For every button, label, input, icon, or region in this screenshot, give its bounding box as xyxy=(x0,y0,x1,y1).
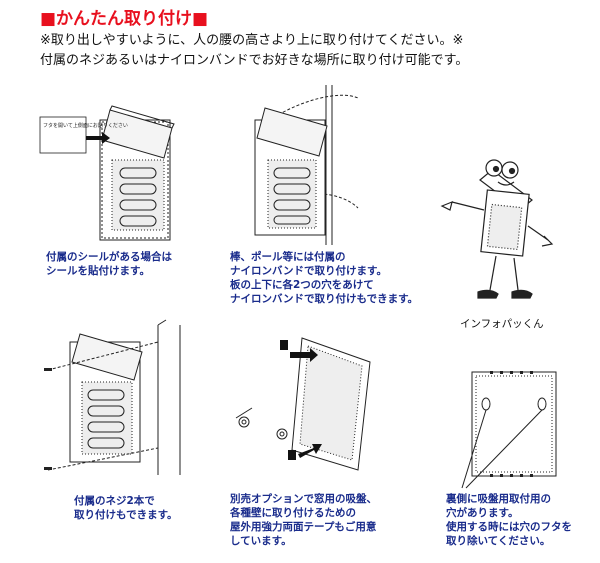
intro-line-2: 付属のネジあるいはナイロンバンドでお好きな場所に取り付け可能です。 xyxy=(40,53,469,68)
intro-line-1: ※取り出しやすいように、人の腰の高さより上に取り付けてください。※ xyxy=(40,33,464,48)
arrow-icon xyxy=(280,340,322,460)
arrow-icon xyxy=(86,132,110,144)
screws-caption: 付属のネジ2本で 取り付けもできます。 xyxy=(74,495,178,521)
mascot-illustration xyxy=(440,159,554,299)
sticker-caption: 付属のシールがある場合は シールを貼付けます。 xyxy=(46,251,172,277)
back-side-caption: 裏側に吸盤用取付用の 穴があります。 使用する時には穴のフタを 取り除いてくださ… xyxy=(446,493,572,547)
screw-icon xyxy=(44,368,52,470)
svg-text:フタを開いて上側面にお貼りください: フタを開いて上側面にお貼りください xyxy=(43,122,128,129)
mascot-name: インフォパッくん xyxy=(460,318,544,330)
pole-band-illustration xyxy=(254,85,359,245)
suction-caption: 別売オプションで窓用の吸盤、 各種壁に取り付けるための 屋外用強力両面テープもご… xyxy=(230,493,377,547)
suction-illustration xyxy=(235,337,371,471)
sticker-illustration: フタを開いて上側面にお貼りください xyxy=(39,105,175,241)
back-side-illustration xyxy=(461,371,557,489)
sticker-tag-text: フタを開いて上側面にお貼りください xyxy=(43,122,128,129)
page-title: ■かんたん取り付け■ xyxy=(40,9,209,29)
intro-text: ※取り出しやすいように、人の腰の高さより上に取り付けてください。※ 付属のネジあ… xyxy=(40,31,590,71)
screws-illustration xyxy=(44,319,181,475)
sticker-tag xyxy=(39,116,87,154)
band-caption: 棒、ポール等には付属の ナイロンバンドで取り付けます。 板の上下に各2つの穴をあ… xyxy=(230,251,419,305)
